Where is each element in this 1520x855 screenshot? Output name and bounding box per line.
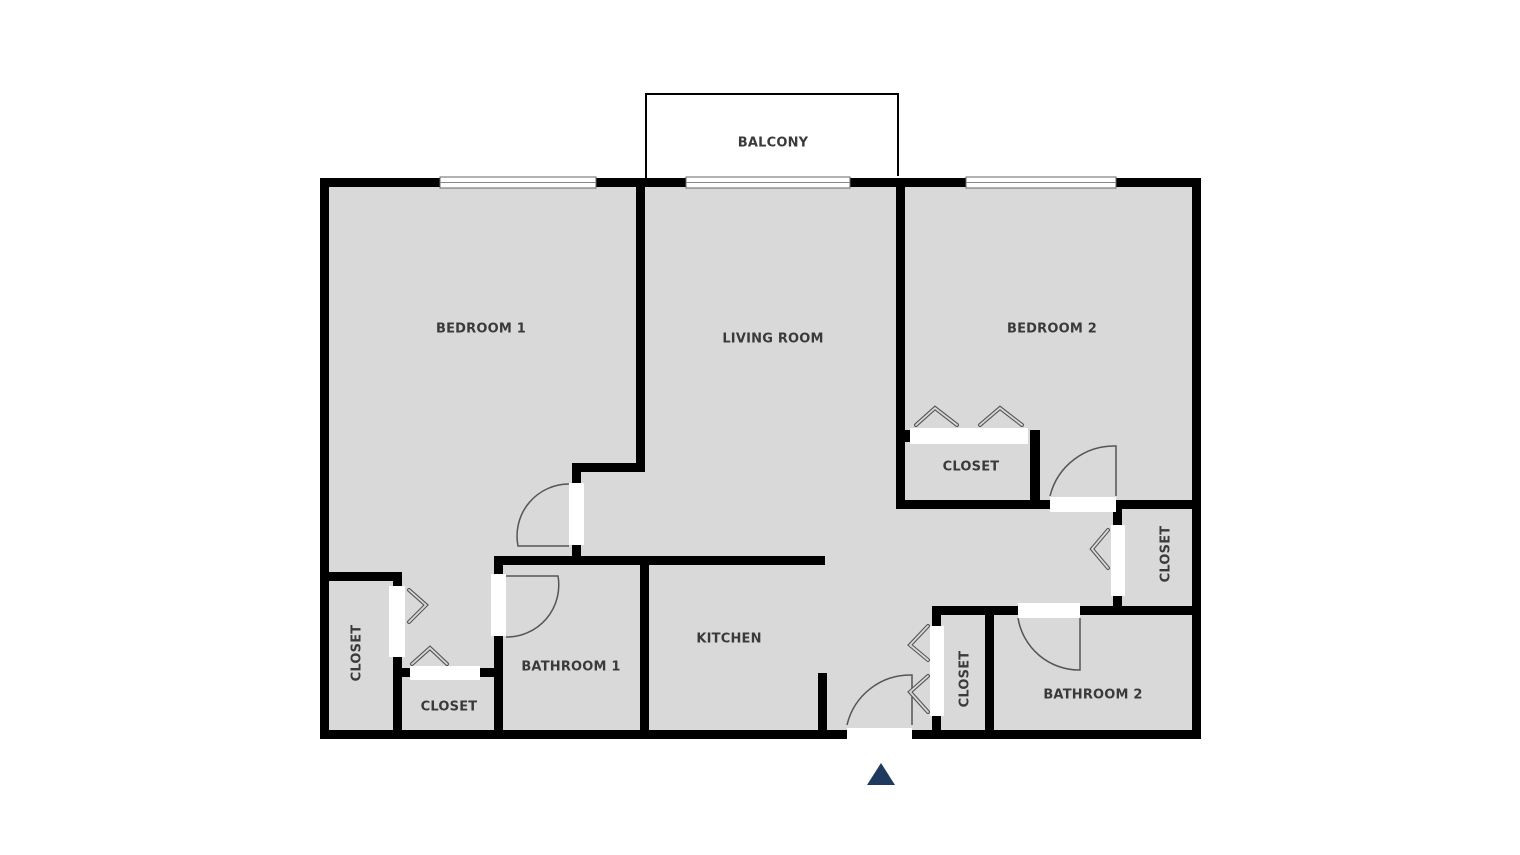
room-label-closet-left-vertical: CLOSET	[349, 624, 365, 682]
room-label-bathroom-2: BATHROOM 2	[1043, 687, 1143, 703]
room-label-balcony: BALCONY	[737, 135, 809, 151]
room-label-bedroom-2: BEDROOM 2	[1006, 321, 1098, 337]
room-label-kitchen: KITCHEN	[696, 631, 762, 647]
windows	[439, 176, 1117, 189]
balcony-outline	[645, 93, 899, 180]
door-swings	[505, 445, 1117, 726]
room-label-closet-bedroom-2: CLOSET	[942, 459, 1000, 475]
entrance-marker-icon	[867, 763, 895, 785]
room-label-closet-entry: CLOSET	[957, 650, 973, 708]
bifold-doors-inner	[408, 406, 1109, 713]
room-label-bedroom-1: BEDROOM 1	[435, 321, 527, 337]
floor-fill	[326, 184, 1196, 732]
interior-walls	[326, 184, 1196, 732]
room-label-bathroom-1: BATHROOM 1	[521, 659, 621, 675]
room-label-living-room: LIVING ROOM	[722, 331, 824, 347]
room-label-closet-left-small: CLOSET	[420, 699, 478, 715]
room-label-closet-hall-right: CLOSET	[1158, 525, 1174, 583]
door-openings	[389, 428, 1125, 742]
